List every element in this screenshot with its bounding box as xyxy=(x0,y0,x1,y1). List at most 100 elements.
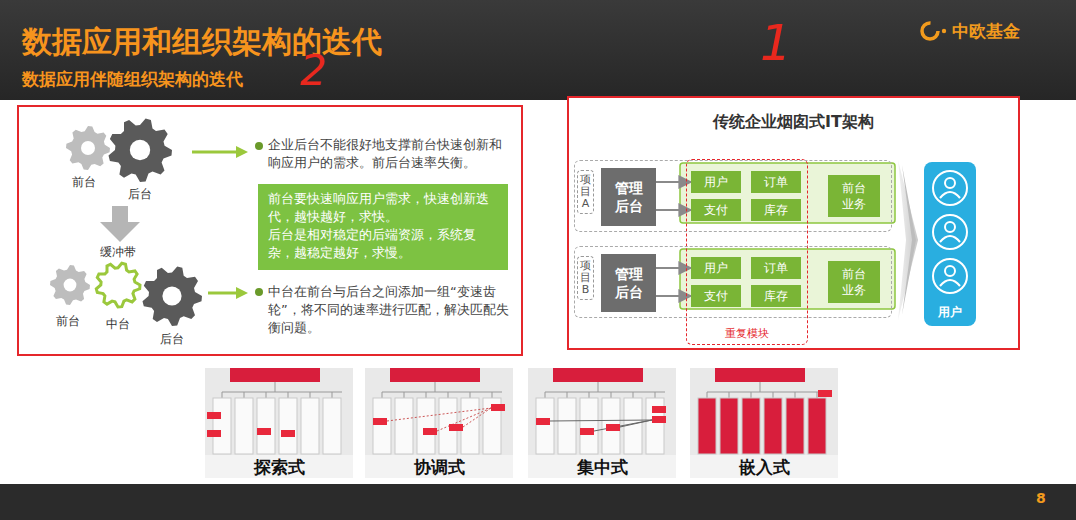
thumb-mark xyxy=(423,428,437,435)
process-box: 前台业务 xyxy=(828,175,880,217)
node-text: 前台要快速响应用户需求，快速创新迭代，越快越好，求快。 xyxy=(268,190,498,226)
thumb-mark xyxy=(652,406,666,413)
user-box: 用户 xyxy=(924,162,976,326)
thumb-label: 集中式 xyxy=(528,456,676,479)
page-number: 8 xyxy=(1036,490,1046,506)
thumb-link xyxy=(463,408,491,427)
green-arrow xyxy=(192,146,248,299)
node-text: 库存 xyxy=(764,202,788,219)
gear-label: 后台 xyxy=(128,186,152,203)
node-text: 订单 xyxy=(764,174,788,191)
gear-illustration xyxy=(50,119,202,327)
thumb-line xyxy=(222,392,342,393)
node-text: 订单 xyxy=(764,260,788,277)
node-text: 管理后台 xyxy=(614,265,644,301)
thumb-unit xyxy=(257,398,275,454)
thumb-line xyxy=(244,392,245,398)
user-icon xyxy=(945,266,955,276)
thumb-label-band xyxy=(528,455,676,478)
thumb-line xyxy=(589,392,590,398)
user-icon xyxy=(933,259,967,293)
thumb-line xyxy=(288,392,289,398)
thumb-line xyxy=(310,392,311,398)
node-text: 前台业务 xyxy=(841,180,867,212)
node-text: 支付 xyxy=(704,288,728,305)
thumb-ground xyxy=(365,368,513,478)
thumb-line xyxy=(266,392,267,398)
thumb-line xyxy=(729,392,730,398)
gear-hole xyxy=(81,141,95,155)
logo-icon xyxy=(922,23,938,39)
thumb-line xyxy=(545,392,665,393)
thumb-line xyxy=(382,392,383,398)
thumb-line xyxy=(448,392,449,398)
thumb-line xyxy=(707,392,827,393)
thumb-unit xyxy=(698,398,716,454)
thumb-line xyxy=(817,392,818,398)
thumb-line xyxy=(222,392,223,398)
down-arrow xyxy=(100,206,140,242)
thumb-line xyxy=(655,392,656,398)
panel-ground xyxy=(567,96,1020,350)
node-text: 前台业务 xyxy=(841,266,867,298)
thumb-line xyxy=(492,392,493,398)
gear-hole xyxy=(130,140,150,160)
thumb-head xyxy=(553,368,643,382)
thumb-unit xyxy=(536,398,554,454)
node-text: 传统企业烟囱式IT架构 xyxy=(569,98,1018,133)
thumb-line xyxy=(707,392,708,398)
module-box: 支付 xyxy=(691,285,741,307)
gear-icon xyxy=(143,267,203,327)
thumb-ground xyxy=(690,368,838,478)
logo-text: 中欧基金 xyxy=(952,20,1020,43)
thumb-line xyxy=(435,382,436,392)
header-band xyxy=(0,0,1076,100)
thumb-line xyxy=(773,392,774,398)
gear-icon xyxy=(66,126,110,170)
thumb-mark xyxy=(652,416,666,423)
note-box: 前台要快速响应用户需求，快速创新迭代，越快越好，求快。后台是相对稳定的后端资源，… xyxy=(258,184,508,270)
thumb-unit xyxy=(373,398,391,454)
thumb-ground xyxy=(528,368,676,478)
node-text: 用户 xyxy=(704,174,728,191)
gear-label: 前台 xyxy=(56,313,80,330)
thumb-line xyxy=(611,392,612,398)
gear-label: 中台 xyxy=(106,316,130,333)
user-icon xyxy=(940,236,960,242)
thumb-label-band xyxy=(365,455,513,478)
thumb-unit xyxy=(279,398,297,454)
thumb-line xyxy=(275,382,276,392)
thumb-line xyxy=(760,382,761,392)
gear-icon xyxy=(50,265,90,305)
gear-hole xyxy=(64,279,77,292)
thumb-unit xyxy=(235,398,253,454)
thumb-unit xyxy=(764,398,782,454)
gear-icon xyxy=(109,119,173,183)
user-icon xyxy=(933,171,967,205)
node-text: 重复模块 xyxy=(725,326,769,344)
thumb-mark xyxy=(449,424,463,431)
left-panel xyxy=(18,106,522,355)
user-icon xyxy=(945,178,955,188)
thumb-link xyxy=(594,420,652,431)
module-box: 库存 xyxy=(751,285,801,307)
user-icon xyxy=(933,215,967,249)
user-icons xyxy=(924,162,976,302)
thumb-line xyxy=(470,392,471,398)
thumb-mark xyxy=(491,404,505,411)
thumb-head xyxy=(715,368,805,382)
thumb-mark xyxy=(606,424,620,431)
thumb-unit xyxy=(301,398,319,454)
process-box: 管理后台 xyxy=(601,254,656,312)
thumb-head xyxy=(230,368,320,382)
thumb-unit xyxy=(742,398,760,454)
module-box: 订单 xyxy=(751,257,801,279)
node-text: 用户 xyxy=(704,260,728,277)
callout-number: 2 xyxy=(300,50,327,92)
thumb-link xyxy=(437,408,491,431)
thumb-label-band xyxy=(205,455,353,478)
panel-box: 传统企业烟囱式IT架构项目A管理后台用户订单支付库存前台业务项目B管理后台用户订… xyxy=(567,96,1020,350)
gear-label: 前台 xyxy=(72,174,96,191)
process-box: 管理后台 xyxy=(601,168,656,226)
